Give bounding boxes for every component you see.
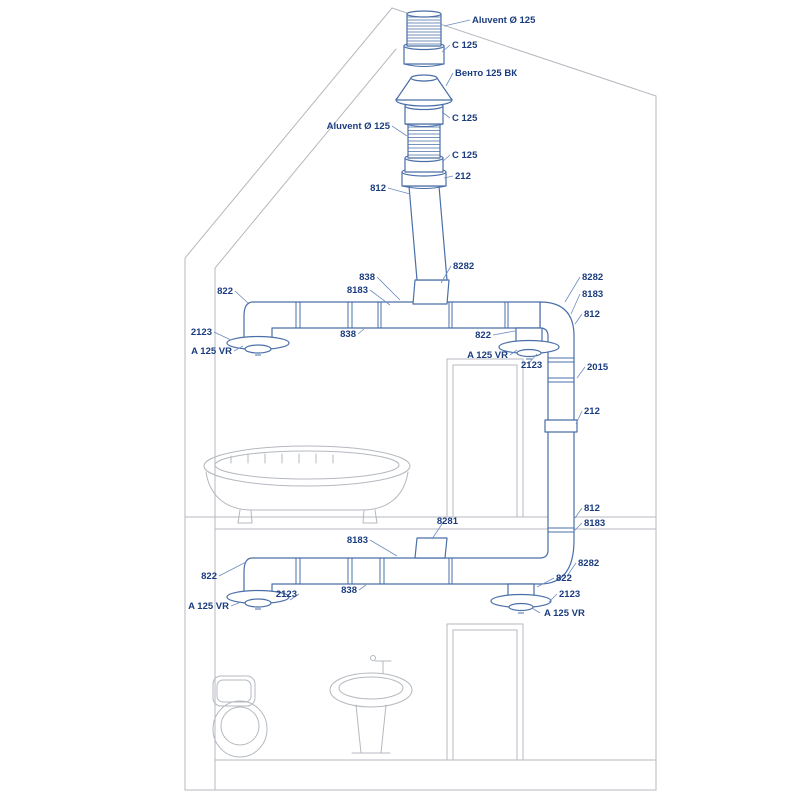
label-aluvent-top: Aluvent Ø 125 [472, 15, 536, 26]
label-2123-upper-right: 2123 [521, 360, 542, 371]
label-838-upper-mid: 838 [340, 329, 356, 340]
door-lower [446, 623, 524, 761]
labels: Aluvent Ø 125 C 125 Венто 125 ВК C 125 A… [188, 15, 609, 619]
label-8183-upper-right: 8183 [582, 289, 603, 300]
house-inner-wall [214, 48, 397, 791]
door-upper [446, 358, 524, 518]
label-8281: 8281 [437, 516, 459, 527]
label-vento-125-vk: Венто 125 ВК [455, 68, 517, 79]
label-8183-lower-mid: 8183 [347, 535, 368, 546]
label-8183-tee: 8183 [347, 285, 368, 296]
label-c125-1: C 125 [452, 40, 478, 51]
label-812-lower-right: 812 [584, 503, 600, 514]
aluvent-flex-duct-top [406, 10, 442, 47]
coupling-212-riser [544, 419, 578, 433]
label-822-upper-left: 822 [217, 286, 233, 297]
saddle-8281 [414, 537, 448, 559]
label-822-lower-left: 822 [201, 571, 217, 582]
label-838-tee: 838 [359, 272, 375, 283]
tee-branch-collar [412, 279, 450, 305]
label-a125vr-lower-left: A 125 VR [188, 601, 229, 612]
roof-stack [395, 10, 453, 281]
leader-lines [213, 19, 586, 614]
toilet [212, 675, 268, 758]
label-822-upper-mid: 822 [475, 330, 491, 341]
label-c125-2: C 125 [452, 113, 478, 124]
aluvent-flex-duct-lower [407, 123, 441, 159]
label-c125-3: C 125 [452, 150, 478, 161]
ceiling-valve-upper-right [498, 327, 560, 360]
upper-duct-run [243, 301, 541, 341]
label-822-lower-right: 822 [556, 573, 572, 584]
duct-joints-upper-run [295, 302, 509, 328]
house-outline [184, 7, 657, 791]
label-8183-lower-right: 8183 [584, 518, 605, 529]
house-exterior [184, 7, 657, 791]
label-2123-upper-left: 2123 [191, 327, 212, 338]
label-a125vr-upper-right: A 125 VR [467, 350, 508, 361]
label-8282-tee: 8282 [453, 261, 474, 272]
label-212-right: 212 [584, 406, 600, 417]
label-a125vr-upper-left: A 125 VR [191, 346, 232, 357]
vento-roof-cone [395, 74, 453, 107]
label-aluvent-left: Aluvent Ø 125 [327, 121, 391, 132]
label-8282-lower-right: 8282 [578, 558, 599, 569]
right-riser-and-lower-run [243, 301, 575, 595]
duct-joints-riser [548, 357, 574, 533]
ceiling-valve-lower-right [490, 583, 552, 614]
floor-slab [184, 516, 657, 530]
label-838-lower: 838 [341, 585, 357, 596]
label-2015: 2015 [587, 362, 609, 373]
ceiling-valve-lower-left [226, 589, 290, 610]
label-2123-lower-right: 2123 [559, 589, 580, 600]
ceiling-valve-upper-left [226, 335, 290, 356]
label-2123-lower-left: 2123 [276, 589, 297, 600]
label-812-upper-right: 812 [584, 309, 600, 320]
sink [329, 655, 413, 754]
label-812-top: 812 [370, 183, 386, 194]
pipe-812-vertical [408, 185, 448, 281]
duct-joints-lower-run [295, 558, 453, 584]
label-212-top: 212 [455, 171, 471, 182]
bathtub [203, 445, 411, 524]
label-8282-upper-right: 8282 [582, 272, 603, 283]
label-a125vr-lower-right: A 125 VR [544, 608, 585, 619]
duct-system [226, 10, 578, 614]
